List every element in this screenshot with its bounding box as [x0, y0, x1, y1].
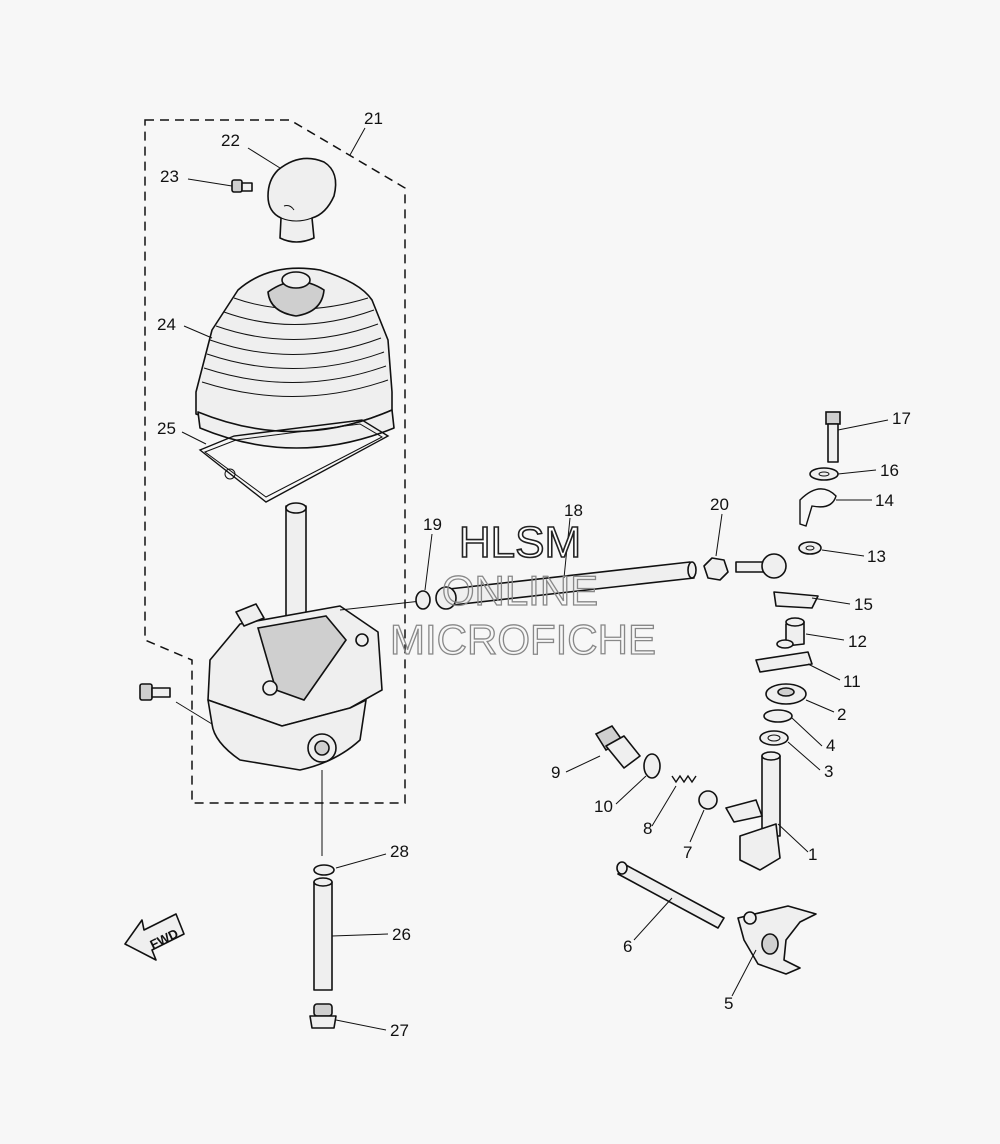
- callout-7: 7: [683, 843, 692, 862]
- callout-6: 6: [623, 937, 632, 956]
- watermark: HLSM ONLINE MICROFICHE: [389, 517, 656, 663]
- callout-9: 9: [551, 763, 560, 782]
- pivot-shaft: [313, 877, 333, 991]
- callout-28: 28: [390, 842, 409, 861]
- callout-3: 3: [824, 762, 833, 781]
- end-plug: [309, 1003, 337, 1029]
- rod-joint: [735, 553, 819, 609]
- callout-18: 18: [564, 501, 583, 520]
- callout-labels: 21 22 23 24 25 19 18 20 17 16 14 13 15 1…: [157, 109, 911, 1040]
- mid-washer: [798, 541, 822, 555]
- callout-17: 17: [892, 409, 911, 428]
- snap-ring: [763, 709, 793, 723]
- plug-gasket: [643, 753, 661, 779]
- shift-fork: [737, 905, 817, 975]
- callout-1: 1: [808, 845, 817, 864]
- boot-gasket: [198, 419, 390, 503]
- top-bolt: [825, 411, 841, 463]
- callout-11: 11: [843, 672, 861, 691]
- fwd-direction-arrow: FWD: [124, 913, 185, 961]
- callout-13: 13: [867, 547, 886, 566]
- detent-spring: [671, 774, 697, 784]
- assembly-boundary: [144, 119, 406, 804]
- callout-4: 4: [826, 736, 835, 755]
- rod-nut: [703, 557, 729, 581]
- collar: [776, 617, 805, 649]
- bushing: [765, 683, 807, 705]
- callout-23: 23: [160, 167, 179, 186]
- detent-ball: [698, 790, 718, 810]
- clip: [799, 488, 837, 527]
- callout-10: 10: [594, 797, 613, 816]
- watermark-line-2: ONLINE: [442, 567, 598, 614]
- callout-21: 21: [364, 109, 383, 128]
- callout-25: 25: [157, 419, 176, 438]
- callout-5: 5: [724, 994, 733, 1013]
- flat-washer: [759, 730, 789, 746]
- shift-rod: [339, 561, 697, 611]
- lever-housing: [207, 603, 383, 771]
- plug: [594, 724, 641, 769]
- callout-26: 26: [392, 925, 411, 944]
- callout-12: 12: [848, 632, 867, 651]
- watermark-line-3: MICROFICHE: [390, 616, 656, 663]
- callout-27: 27: [390, 1021, 409, 1040]
- callout-8: 8: [643, 819, 652, 838]
- callout-22: 22: [221, 131, 240, 150]
- housing-bolt: [139, 683, 171, 701]
- shift-arm: [755, 651, 813, 673]
- callout-19: 19: [423, 515, 442, 534]
- guide-pin: [616, 861, 725, 929]
- callout-2: 2: [837, 705, 846, 724]
- rod-washer: [415, 590, 431, 610]
- shift-lever: [285, 502, 307, 619]
- knob-screw: [231, 179, 253, 193]
- top-washer: [809, 467, 839, 481]
- watermark-line-1: HLSM: [459, 518, 581, 567]
- leader-lines: [175, 127, 889, 1031]
- shift-knob: [267, 157, 337, 243]
- shift-boot: [195, 267, 395, 449]
- callout-20: 20: [710, 495, 729, 514]
- shift-shaft: [725, 751, 781, 871]
- callout-24: 24: [157, 315, 176, 334]
- callout-16: 16: [880, 461, 899, 480]
- callout-15: 15: [854, 595, 873, 614]
- callout-14: 14: [875, 491, 894, 510]
- retaining-clip: [313, 864, 335, 876]
